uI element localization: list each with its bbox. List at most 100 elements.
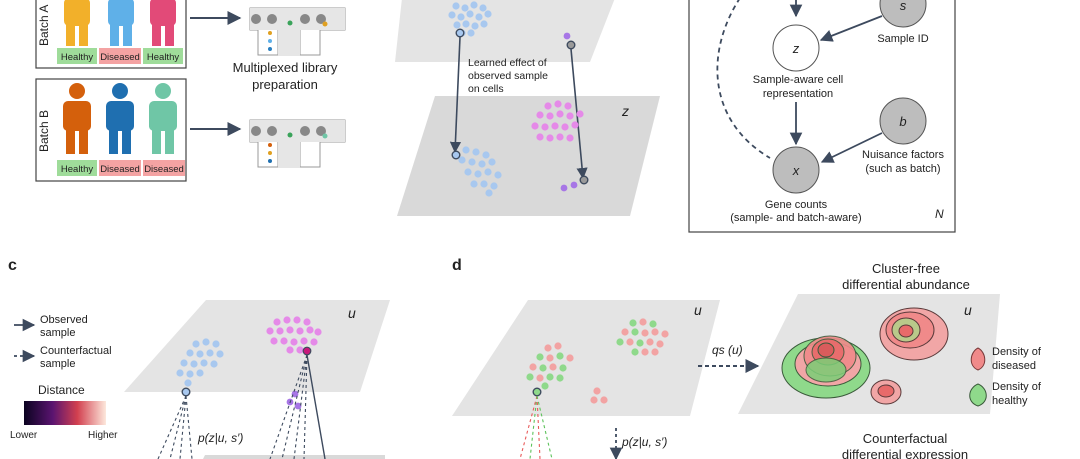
legend-observed-line2: sample bbox=[40, 327, 75, 339]
distance-lower: Lower bbox=[10, 430, 38, 441]
learned-effect-line3: on cells bbox=[468, 83, 504, 95]
z-desc-line1: Sample-aware cell bbox=[753, 74, 843, 86]
dashed-arrow bbox=[716, 0, 771, 159]
latent-plane-u bbox=[452, 300, 720, 416]
arrow bbox=[449, 36, 462, 154]
density-healthy-line1: Density of bbox=[992, 381, 1042, 393]
healthy-tag bbox=[143, 48, 183, 64]
legend-counterfactual-line2: sample bbox=[40, 358, 75, 370]
diseased-tag bbox=[143, 160, 185, 176]
density-healthy-line2: healthy bbox=[992, 395, 1028, 407]
x-desc-line1: Gene counts bbox=[765, 199, 828, 211]
node-b bbox=[879, 97, 927, 145]
panel-d-letter: d bbox=[452, 257, 462, 274]
density-plane-u: u bbox=[964, 302, 972, 318]
legend-counterfactual-line1: Counterfactual bbox=[40, 345, 112, 357]
arrow bbox=[819, 15, 883, 42]
panel-b: z Learned effect of observed sample on c… bbox=[395, 0, 660, 216]
sample-id-label: Sample ID bbox=[877, 33, 928, 45]
b-desc-line1: Nuisance factors bbox=[862, 149, 944, 161]
person-icon bbox=[63, 83, 91, 154]
graphical-model: N s Sample ID z Sample-aware cell repres… bbox=[688, 0, 956, 233]
cell-cluster bbox=[176, 338, 224, 387]
qs-label: qs (u) bbox=[712, 343, 743, 357]
observed-cell bbox=[532, 387, 542, 397]
diseased-tag bbox=[99, 48, 141, 64]
microfluidic-chip bbox=[249, 7, 346, 56]
panel-c: c Observed sample Counterfactual sample … bbox=[8, 257, 390, 459]
cell-cluster bbox=[531, 100, 584, 142]
cell-cluster bbox=[560, 181, 578, 192]
batch-a-label: Batch A bbox=[37, 5, 51, 46]
healthy-density-icon bbox=[969, 383, 987, 407]
batch-b-label: Batch B bbox=[37, 110, 51, 152]
b-desc-line2: (such as batch) bbox=[865, 163, 940, 175]
cell bbox=[593, 387, 601, 395]
batch-b-tag-1: Healthy bbox=[61, 164, 93, 175]
pz-label-c: p(z|u, s′) bbox=[197, 431, 243, 445]
node-s-label: s bbox=[900, 0, 907, 13]
observed-cell bbox=[451, 150, 461, 160]
batch-b-tag-3: Diseased bbox=[144, 164, 184, 175]
counterfactual-lines bbox=[157, 354, 308, 459]
plane-u-label-d: u bbox=[694, 302, 702, 318]
arrow bbox=[820, 132, 883, 163]
latent-plane-u bbox=[124, 300, 390, 392]
node-z bbox=[772, 24, 820, 72]
cfde-line2: differential expression bbox=[842, 447, 968, 459]
batch-b-tag-2: Diseased bbox=[100, 164, 140, 175]
density-contours bbox=[781, 335, 871, 399]
cell bbox=[563, 32, 571, 40]
latent-plane-z bbox=[397, 96, 660, 216]
cfde-line1: Counterfactual bbox=[863, 431, 948, 446]
legend-observed-line1: Observed bbox=[40, 314, 88, 326]
z-desc-line2: representation bbox=[763, 88, 833, 100]
pz-label-d: p(z|u, s′) bbox=[621, 435, 667, 449]
batch-a-tag-1: Healthy bbox=[61, 52, 93, 63]
density-contours bbox=[870, 379, 902, 405]
cfda-line1: Cluster-free bbox=[872, 261, 940, 276]
plane-u-label: u bbox=[348, 305, 356, 321]
cfda-line2: differential abundance bbox=[842, 277, 970, 292]
observed-cell bbox=[455, 28, 465, 38]
plate-label: N bbox=[935, 207, 944, 221]
plane-z-label: z bbox=[621, 103, 629, 119]
person-icon bbox=[108, 0, 134, 46]
node-z-label: z bbox=[792, 41, 800, 56]
node-x-label: x bbox=[792, 163, 800, 178]
distance-colorbar bbox=[24, 401, 106, 425]
microfluidic-chip bbox=[249, 119, 346, 168]
panel-a: Batch A Healthy Diseased Healthy Batch B bbox=[35, 0, 346, 182]
node-b-label: b bbox=[899, 114, 906, 129]
batch-a-tag-3: Healthy bbox=[147, 52, 179, 63]
cell-cluster bbox=[458, 146, 502, 197]
density-diseased-line1: Density of bbox=[992, 346, 1042, 358]
counterfactual-lines bbox=[519, 395, 553, 459]
diseased-density-icon bbox=[970, 347, 986, 371]
density-plane bbox=[738, 294, 1000, 414]
healthy-tag bbox=[57, 48, 97, 64]
latent-plane-top bbox=[395, 0, 615, 62]
library-prep-line1: Multiplexed library bbox=[233, 60, 338, 75]
person-icon bbox=[64, 0, 90, 46]
person-icon bbox=[150, 0, 176, 46]
panel-c-letter: c bbox=[8, 257, 17, 274]
distance-title: Distance bbox=[38, 383, 85, 397]
cell bbox=[600, 396, 608, 404]
observed-line bbox=[306, 354, 326, 459]
cell bbox=[590, 396, 598, 404]
diseased-tag bbox=[99, 160, 141, 176]
batch-a-tag-2: Diseased bbox=[100, 52, 140, 63]
observed-cell bbox=[579, 175, 589, 185]
library-prep-line2: preparation bbox=[252, 77, 318, 92]
density-contours bbox=[879, 307, 949, 361]
healthy-tag bbox=[57, 160, 97, 176]
learned-effect-line1: Learned effect of bbox=[468, 57, 547, 69]
learned-effect-line2: observed sample bbox=[468, 70, 548, 82]
observed-cell bbox=[566, 40, 576, 50]
observed-cell bbox=[302, 346, 312, 356]
node-x bbox=[772, 146, 820, 194]
observed-cell bbox=[181, 387, 191, 397]
cell-cluster bbox=[616, 318, 669, 356]
